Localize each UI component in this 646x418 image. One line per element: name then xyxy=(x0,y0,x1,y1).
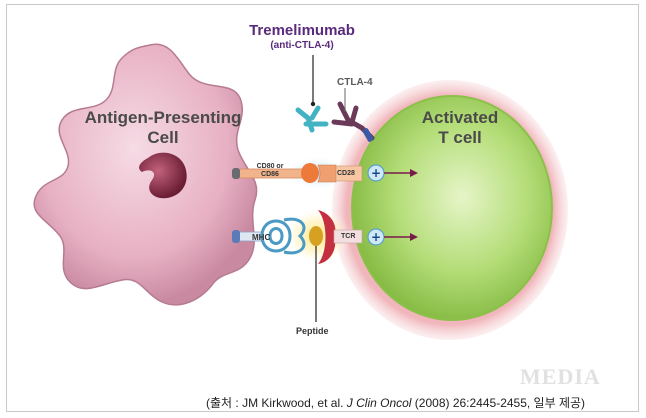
citation-suffix: (2008) 26:2445-2455, 일부 제공) xyxy=(411,396,586,410)
tcell-label-line1: Activated xyxy=(421,108,499,127)
cd80-label-line2: CD86 xyxy=(261,171,279,178)
drug-name: Tremelimumab xyxy=(249,22,355,39)
citation-journal: J Clin Oncol xyxy=(346,396,412,410)
citation-prefix: (출처 : JM Kirkwood, et al. xyxy=(206,396,347,410)
cd80-label: CD80 or CD86 xyxy=(249,163,291,179)
tremelimumab-antibody-icon xyxy=(295,105,329,133)
peptide-label: Peptide xyxy=(296,326,329,336)
watermark-logo: MEDIA xyxy=(520,364,601,389)
cd28-label: CD28 xyxy=(337,170,355,177)
mhc-label: MHC xyxy=(252,233,271,242)
peptide-icon xyxy=(309,226,323,246)
tcell-body xyxy=(351,95,553,321)
cd28-receptor xyxy=(317,164,337,183)
svg-text:+: + xyxy=(371,166,381,180)
apc-nucleus xyxy=(139,152,187,199)
mhc-molecule xyxy=(260,219,292,253)
apc-label-line1: Antigen-Presenting xyxy=(84,108,242,127)
tcell-label: Activated T cell xyxy=(400,108,520,148)
ctla4-label: CTLA-4 xyxy=(337,77,373,88)
tcell-label-line2: T cell xyxy=(438,128,482,147)
citation: (출처 : JM Kirkwood, et al. J Clin Oncol (… xyxy=(206,394,585,411)
tcr-label: TCR xyxy=(341,233,356,240)
cd80-head xyxy=(301,163,319,183)
apc-label: Antigen-Presenting Cell xyxy=(78,108,248,148)
drug-subtitle: (anti-CTLA-4) xyxy=(270,40,334,51)
cd80-label-line1: CD80 or xyxy=(256,163,284,170)
svg-text:+: + xyxy=(371,230,381,244)
tcr-receptor xyxy=(318,210,336,264)
apc-body xyxy=(33,43,258,306)
apc-label-line2: Cell xyxy=(147,128,179,147)
